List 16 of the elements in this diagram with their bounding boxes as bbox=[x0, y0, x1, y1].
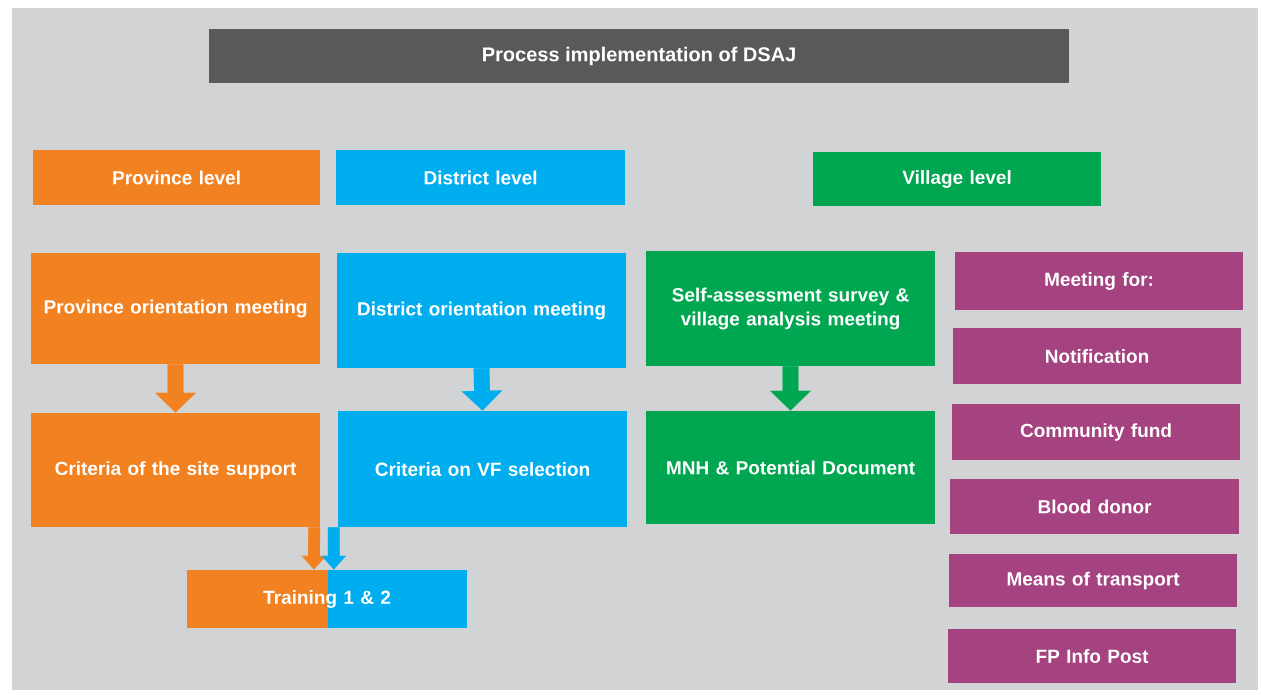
process-box: Criteria on VF selection bbox=[338, 411, 627, 527]
title-banner: Process implementation of DSAJ bbox=[209, 29, 1069, 83]
process-box: Province orientation meeting bbox=[31, 253, 320, 364]
process-box: Self-assessment survey & village analysis meeting bbox=[646, 251, 935, 366]
list-item-box: Blood donor bbox=[950, 479, 1239, 534]
process-box: MNH & Potential Document bbox=[646, 411, 935, 524]
list-item-box: Means of transport bbox=[949, 554, 1237, 607]
level-header: District level bbox=[336, 150, 625, 205]
list-heading-box: Meeting for: bbox=[955, 252, 1243, 310]
level-header: Province level bbox=[33, 150, 320, 205]
level-header: Village level bbox=[813, 152, 1101, 206]
list-item-box: Notification bbox=[953, 328, 1241, 384]
process-box: Criteria of the site support bbox=[31, 413, 320, 527]
list-item-box: Community fund bbox=[952, 404, 1240, 460]
list-item-box: FP Info Post bbox=[948, 629, 1236, 683]
process-box: District orientation meeting bbox=[337, 253, 626, 368]
